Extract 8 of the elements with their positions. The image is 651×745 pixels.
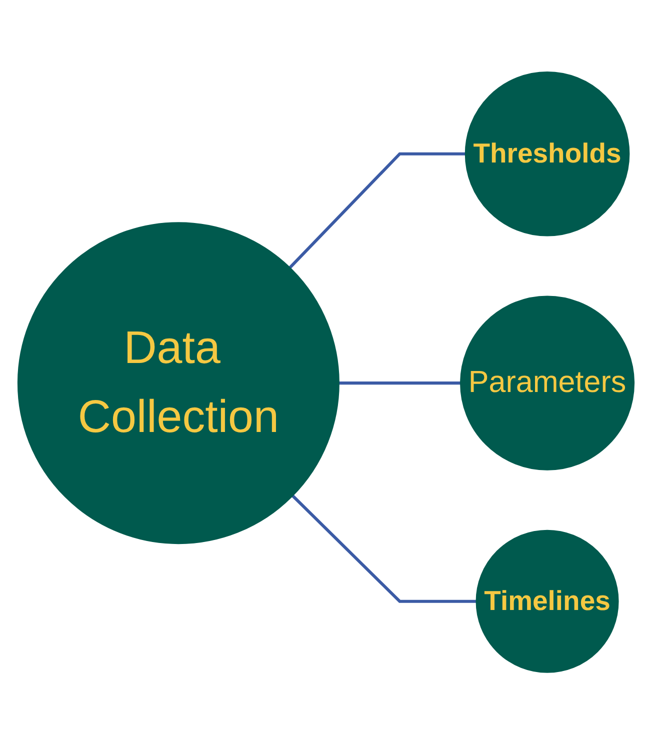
node-circle (460, 296, 634, 471)
node-circle (475, 530, 618, 674)
diagram: Data Collection Thresholds Parameters Timelines (6, 60, 646, 685)
connector (338, 382, 460, 385)
connector (288, 152, 466, 270)
node-circle (16, 222, 339, 544)
node-circle (464, 72, 630, 237)
connector (290, 494, 476, 604)
